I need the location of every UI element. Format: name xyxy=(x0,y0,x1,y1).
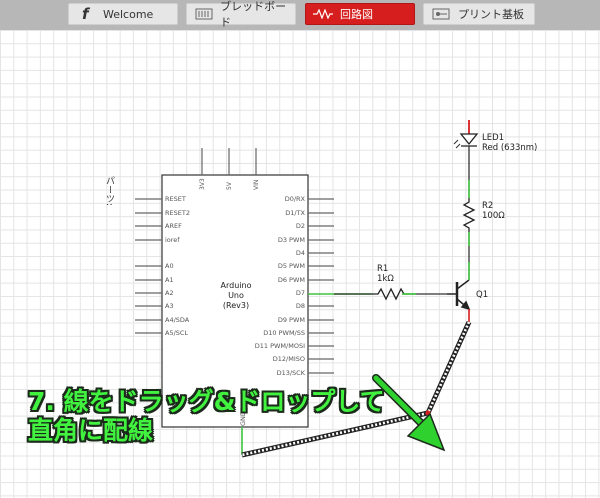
arduino-name-line: (Rev3) xyxy=(223,301,249,310)
instruction-caption-line1: 7. 線をドラッグ&ドロップして xyxy=(28,387,385,416)
pcb-icon xyxy=(424,4,458,24)
tab-schematic[interactable]: 回路図 xyxy=(305,3,415,25)
pin-label: A3 xyxy=(165,302,174,310)
pin-label: RESET xyxy=(165,195,186,203)
pin-label: A2 xyxy=(165,289,174,297)
pin-label: D6 PWM xyxy=(278,276,305,284)
svg-text:f: f xyxy=(82,6,91,22)
arduino-right-pins xyxy=(308,198,334,374)
arduino-name: Arduino Uno (Rev3) xyxy=(221,281,252,310)
arduino-top-pins xyxy=(201,148,257,175)
pin-label: A0 xyxy=(165,262,174,270)
led-led1[interactable] xyxy=(459,133,479,147)
pin-label: D3 PWM xyxy=(278,236,305,244)
pin-label-3v3: 3V3 xyxy=(199,178,206,190)
tab-label: ブレッドボード xyxy=(220,0,287,29)
pin-label: D5 PWM xyxy=(278,262,305,270)
pin-label: A1 xyxy=(165,276,174,284)
pin-label: AREF xyxy=(165,222,182,230)
pin-label-vin: VIN xyxy=(253,180,260,190)
pin-label: D8 xyxy=(296,302,305,310)
arduino-left-pins xyxy=(135,198,162,334)
r2-value-label: 100Ω xyxy=(482,211,505,221)
view-tab-bar: f Welcome ブレッドボード 回路図 プリント基板 xyxy=(0,0,600,30)
led1-ref-label: LED1 xyxy=(482,133,504,143)
pin-label: D11 PWM/MOSI xyxy=(255,342,305,350)
resistor-r1[interactable] xyxy=(372,287,410,301)
transistor-q1[interactable] xyxy=(447,279,471,311)
r1-ref-label: R1 xyxy=(377,264,388,274)
tab-breadboard[interactable]: ブレッドボード xyxy=(186,0,296,29)
pin-label: D9 PWM xyxy=(278,316,305,324)
tab-pcb[interactable]: プリント基板 xyxy=(423,3,535,25)
parts-sidebar-label: パーツ: xyxy=(104,176,114,207)
pin-label: D4 xyxy=(296,249,305,257)
arduino-left-pin-labels: RESET RESET2 AREF ioref A0 A1 A2 A3 A4/S… xyxy=(165,195,190,337)
pin-label: A5/SCL xyxy=(165,329,188,337)
tab-label: 回路図 xyxy=(340,8,373,21)
pin-label: ioref xyxy=(165,236,180,244)
pin-label: D7 xyxy=(296,289,305,297)
resistor-r2[interactable] xyxy=(462,198,476,232)
pin-label: D13/SCK xyxy=(277,369,306,377)
arrow-icon xyxy=(372,374,446,452)
arduino-board[interactable] xyxy=(161,174,309,428)
led-light-icon xyxy=(453,139,461,149)
pin-label-gnd: GND xyxy=(239,411,247,426)
tab-label: プリント基板 xyxy=(458,8,524,21)
arduino-right-pin-labels: D0/RX D1/TX D2 D3 PWM D4 D5 PWM D6 PWM D… xyxy=(255,195,306,377)
q1-ref-label: Q1 xyxy=(476,290,488,300)
arduino-name-line: Arduino xyxy=(221,281,252,290)
arduino-name-line: Uno xyxy=(228,291,244,300)
f-logo-icon: f xyxy=(69,4,103,24)
pin-label: D2 xyxy=(296,222,305,230)
tab-welcome[interactable]: f Welcome xyxy=(68,3,178,25)
tab-label: Welcome xyxy=(103,7,154,21)
pin-label: D12/MISO xyxy=(273,355,305,363)
pin-label: D1/TX xyxy=(285,209,305,217)
pin-label-5v: 5V xyxy=(226,181,233,190)
breadboard-icon xyxy=(187,4,220,24)
r2-ref-label: R2 xyxy=(482,201,493,211)
r1-value-label: 1kΩ xyxy=(377,274,394,284)
pin-label: RESET2 xyxy=(165,209,190,217)
pin-label: D0/RX xyxy=(285,195,306,203)
led1-value-label: Red (633nm) xyxy=(482,143,537,153)
pin-label: A4/SDA xyxy=(165,316,190,324)
arduino-top-pin-labels: 3V3 5V VIN xyxy=(199,178,260,190)
instruction-caption-line2: 直角に配線 xyxy=(28,416,154,445)
pin-label: D10 PWM/SS xyxy=(263,329,305,337)
resistor-icon xyxy=(306,4,340,24)
